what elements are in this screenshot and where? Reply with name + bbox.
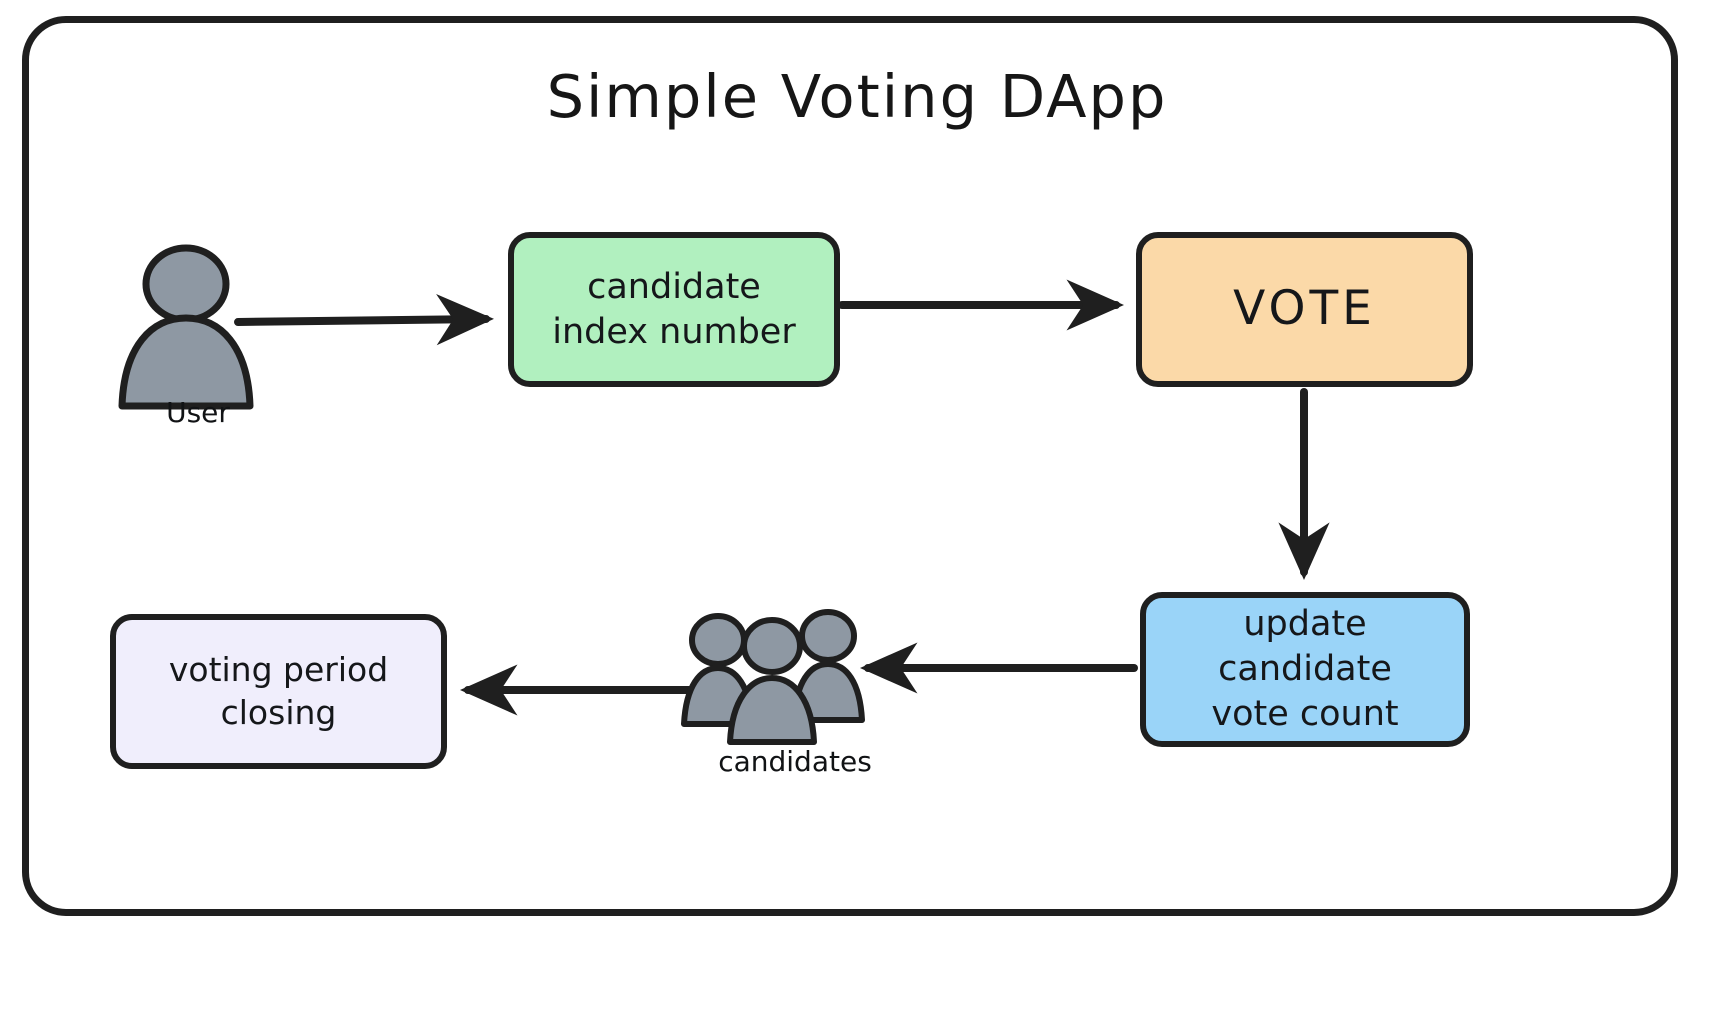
group-of-people-icon <box>681 609 865 745</box>
node-voting-period-closing[interactable]: voting period closing <box>110 614 447 769</box>
node-candidate-index-number[interactable]: candidate index number <box>508 232 840 387</box>
node-update-candidate-vote-count[interactable]: update candidate vote count <box>1140 592 1470 747</box>
user-figure <box>108 222 318 452</box>
page-title: Simple Voting DApp <box>546 62 1168 131</box>
candidates-figure <box>680 600 910 800</box>
single-person-icon <box>118 244 254 410</box>
candidates-label: candidates <box>718 745 872 778</box>
node-vote-label: VOTE <box>1233 281 1376 337</box>
node-update-candidate-vote-count-label: update candidate vote count <box>1211 604 1399 734</box>
node-voting-period-closing-label: voting period closing <box>168 650 389 732</box>
node-candidate-index-number-label: candidate index number <box>552 266 796 352</box>
user-label: User <box>166 396 230 429</box>
node-vote[interactable]: VOTE <box>1136 232 1473 387</box>
